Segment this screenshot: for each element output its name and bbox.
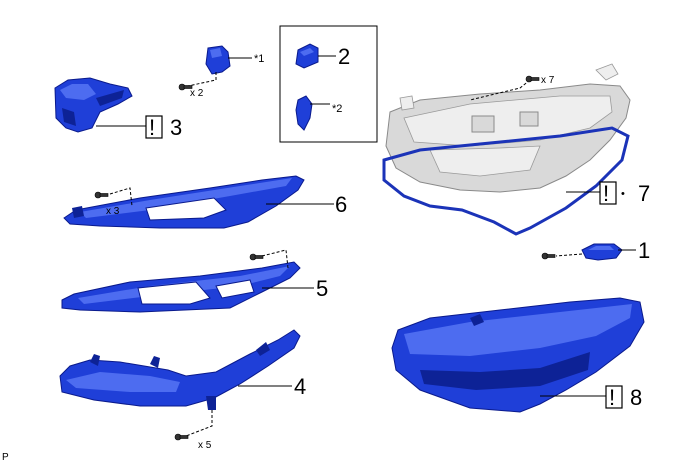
part-5-trim xyxy=(61,261,301,313)
part-2-group-box xyxy=(279,25,378,143)
dash-7 xyxy=(469,79,531,101)
clip-star1 xyxy=(205,45,231,75)
dash-1 xyxy=(555,253,583,257)
part-1-connector xyxy=(581,243,623,261)
callout-1: 1 xyxy=(638,238,650,263)
warning-mark-7: ! xyxy=(603,181,609,206)
callout-8: 8 xyxy=(630,385,642,410)
callout-4: 4 xyxy=(294,374,306,399)
qty-x3: x 3 xyxy=(106,206,120,217)
callout-6: 6 xyxy=(335,192,347,217)
part-6-trim xyxy=(63,175,305,229)
warning-mark-3: ! xyxy=(149,115,155,140)
note-star1: *1 xyxy=(254,53,264,65)
dash-6 xyxy=(109,187,133,207)
qty-x5: x 5 xyxy=(198,440,212,451)
screw-6 xyxy=(94,191,109,199)
callout-3: 3 xyxy=(170,115,182,140)
screw-star1 xyxy=(178,83,193,91)
note-star2: *2 xyxy=(332,103,342,115)
part-7-seal xyxy=(382,126,630,236)
screw-7 xyxy=(525,75,540,83)
screw-5 xyxy=(249,253,264,261)
callout-7: 7 xyxy=(638,181,650,206)
headlamp-housing xyxy=(385,63,631,193)
warning-box-7 xyxy=(599,181,617,205)
screw-4 xyxy=(174,433,189,441)
part-4-garnish xyxy=(59,329,301,410)
dash-star1 xyxy=(187,72,217,87)
qty-x2: x 2 xyxy=(190,88,204,99)
part-8-lens xyxy=(391,297,645,413)
warning-mark-8: ! xyxy=(609,385,615,410)
dash-4 xyxy=(185,410,213,437)
clip-star2 xyxy=(295,95,313,131)
callout-2: 2 xyxy=(338,44,350,69)
part-2-cap xyxy=(295,43,319,69)
qty-x7: x 7 xyxy=(541,75,555,86)
screw-1 xyxy=(541,252,556,260)
callout-5: 5 xyxy=(316,276,328,301)
dash-5 xyxy=(261,249,289,269)
footer-code: P xyxy=(2,452,9,463)
part-3-bracket xyxy=(54,77,133,133)
warning-box-8 xyxy=(605,385,623,409)
bullet-7: • xyxy=(621,188,625,200)
warning-box-3 xyxy=(145,115,163,139)
